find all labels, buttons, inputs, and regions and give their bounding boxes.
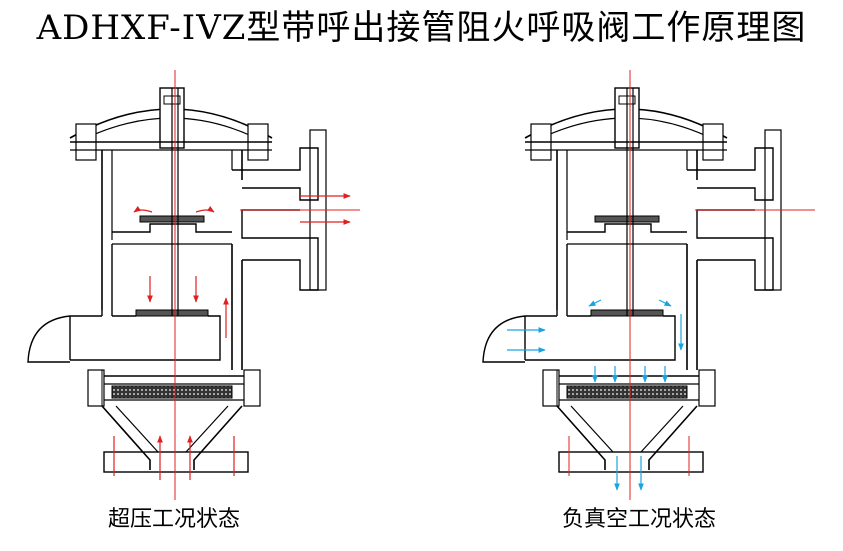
overpressure-valve [27,70,360,500]
diagram-title: ADHXF-IVZ型带呼出接管阻火呼吸阀工作原理图 [36,8,807,48]
vacuum-caption: 负真空工况状态 [562,507,717,532]
vacuum-valve [482,70,815,500]
vacuum-flow-arrows [507,299,684,491]
pressure-flow-arrows [113,193,351,480]
reference-lines [568,436,690,476]
overpressure-caption: 超压工况状态 [108,507,241,532]
